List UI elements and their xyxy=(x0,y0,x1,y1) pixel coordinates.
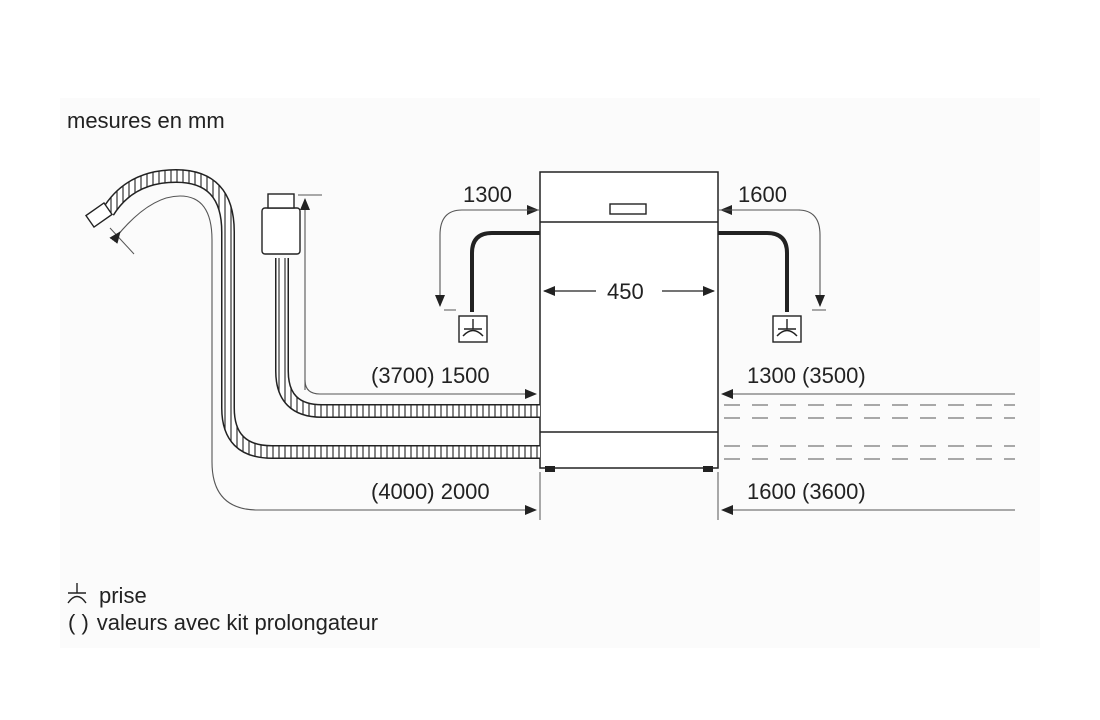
dishwasher xyxy=(539,171,719,472)
socket-right xyxy=(772,315,802,343)
dim-inlet-hose: (4000) 2000 xyxy=(371,479,490,504)
dishwasher-body xyxy=(539,171,719,469)
dim-width: 450 xyxy=(607,279,644,304)
dim-inlet-hose-right: 1600 (3600) xyxy=(747,479,866,504)
cord-length-arrow-left xyxy=(435,205,540,311)
legend-parens-row: ( ) valeurs avec kit prolongateur xyxy=(68,612,378,634)
right-dimension-arrows xyxy=(721,389,1015,515)
drain-connector-cap xyxy=(267,193,295,209)
drain-connector xyxy=(261,207,301,255)
legend-socket-symbol xyxy=(67,583,87,604)
dim-cord-right: 1600 xyxy=(738,182,787,207)
dishwasher-foot-right xyxy=(703,466,713,472)
socket-left xyxy=(458,315,488,343)
legend-socket-label: prise xyxy=(99,583,147,608)
dishwasher-display xyxy=(609,203,647,215)
power-cord-right xyxy=(718,231,789,312)
cord-length-arrow-right xyxy=(718,205,826,311)
units-note: mesures en mm xyxy=(67,108,225,133)
power-cord-left xyxy=(470,231,540,312)
dashed-continuations xyxy=(724,404,1015,460)
dim-drain-hose-right: 1300 (3500) xyxy=(747,363,866,388)
legend-parens-label: valeurs avec kit prolongateur xyxy=(96,610,379,635)
inlet-hose xyxy=(84,168,540,515)
dim-cord-left: 1300 xyxy=(463,182,512,207)
drain-hose xyxy=(261,193,540,418)
dim-drain-hose: (3700) 1500 xyxy=(371,363,490,388)
dishwasher-foot-left xyxy=(545,466,555,472)
legend-parens-symbol: ( ) xyxy=(68,610,89,635)
